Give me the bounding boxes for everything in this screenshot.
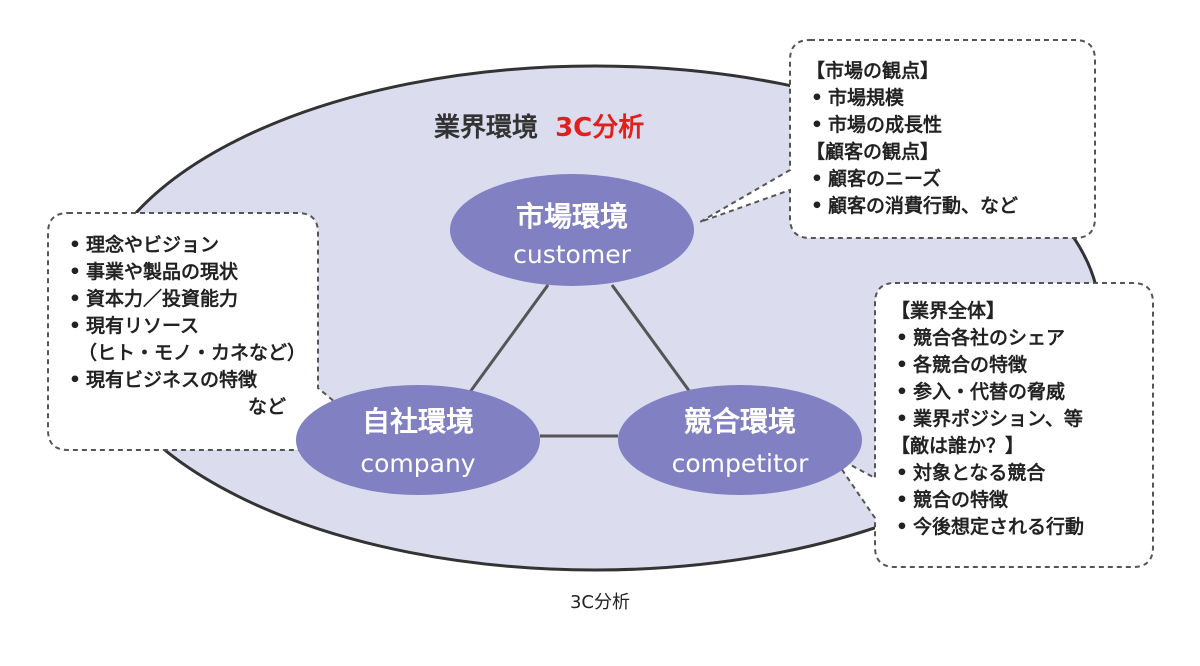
diagram-title: 業界環境 3C分析	[434, 112, 644, 143]
customer-customer-heading: 【顧客の観点】	[806, 141, 940, 163]
list-item-tail: など	[247, 396, 286, 418]
list-item-sub: （ヒト・モノ・カネなど）	[78, 342, 307, 364]
competitor-node-jp: 競合環境	[684, 405, 796, 438]
diagram-title-main: 業界環境	[434, 112, 538, 143]
list-item: •現有リソース	[68, 315, 200, 337]
customer-callout-text: 【市場の観点】 •市場規模 •市場の成長性 【顧客の観点】 •顧客のニーズ •顧…	[806, 58, 1018, 220]
customer-market-heading: 【市場の観点】	[806, 60, 940, 82]
customer-node	[450, 174, 694, 286]
list-item: •事業や製品の現状	[68, 261, 239, 283]
competitor-callout-text: 【業界全体】 •競合各社のシェア •各競合の特徴 •参入・代替の脅威 •業界ポジ…	[891, 298, 1084, 541]
list-item: •資本力／投資能力	[68, 288, 239, 310]
competitor-callout-bubble	[831, 282, 1154, 568]
list-item: •顧客のニーズ	[810, 168, 942, 190]
list-item: •各競合の特徴	[895, 354, 1028, 376]
list-item: •業界ポジション、等	[895, 408, 1083, 430]
list-item: •市場の成長性	[810, 114, 943, 136]
list-item: •現有ビジネスの特徴	[68, 369, 258, 391]
diagram-canvas: 業界環境 3C分析 市場環境 customer 自社環境 company 競合環…	[47, 39, 1154, 572]
company-node-en: company	[360, 449, 475, 478]
list-item: •理念やビジョン	[68, 234, 220, 256]
customer-node-en: customer	[513, 240, 631, 269]
list-item: •顧客の消費行動、など	[810, 195, 1019, 217]
connector-customer-company	[468, 284, 550, 393]
list-item: •競合の特徴	[895, 489, 1009, 511]
competitor-node	[618, 385, 862, 495]
list-item: •競合各社のシェア	[895, 327, 1066, 349]
company-callout-text: •理念やビジョン •事業や製品の現状 •資本力／投資能力 •現有リソース （ヒト…	[64, 232, 306, 421]
connector-customer-competitor	[610, 284, 692, 393]
competitor-node-en: competitor	[672, 449, 809, 478]
figure-caption: 3C分析	[569, 592, 631, 613]
list-item: •今後想定される行動	[895, 516, 1085, 538]
competitor-industry-heading: 【業界全体】	[891, 300, 1006, 322]
customer-node-jp: 市場環境	[516, 200, 628, 233]
list-item: •参入・代替の脅威	[895, 381, 1066, 403]
competitor-enemy-heading: 【敵は誰か？】	[891, 435, 1025, 457]
list-item: •対象となる競合	[895, 462, 1046, 484]
customer-callout-bubble	[699, 39, 1096, 239]
list-item: •市場規模	[810, 87, 905, 109]
company-node-jp: 自社環境	[362, 405, 474, 438]
company-node	[296, 385, 540, 495]
diagram-title-accent: 3C分析	[555, 113, 644, 143]
